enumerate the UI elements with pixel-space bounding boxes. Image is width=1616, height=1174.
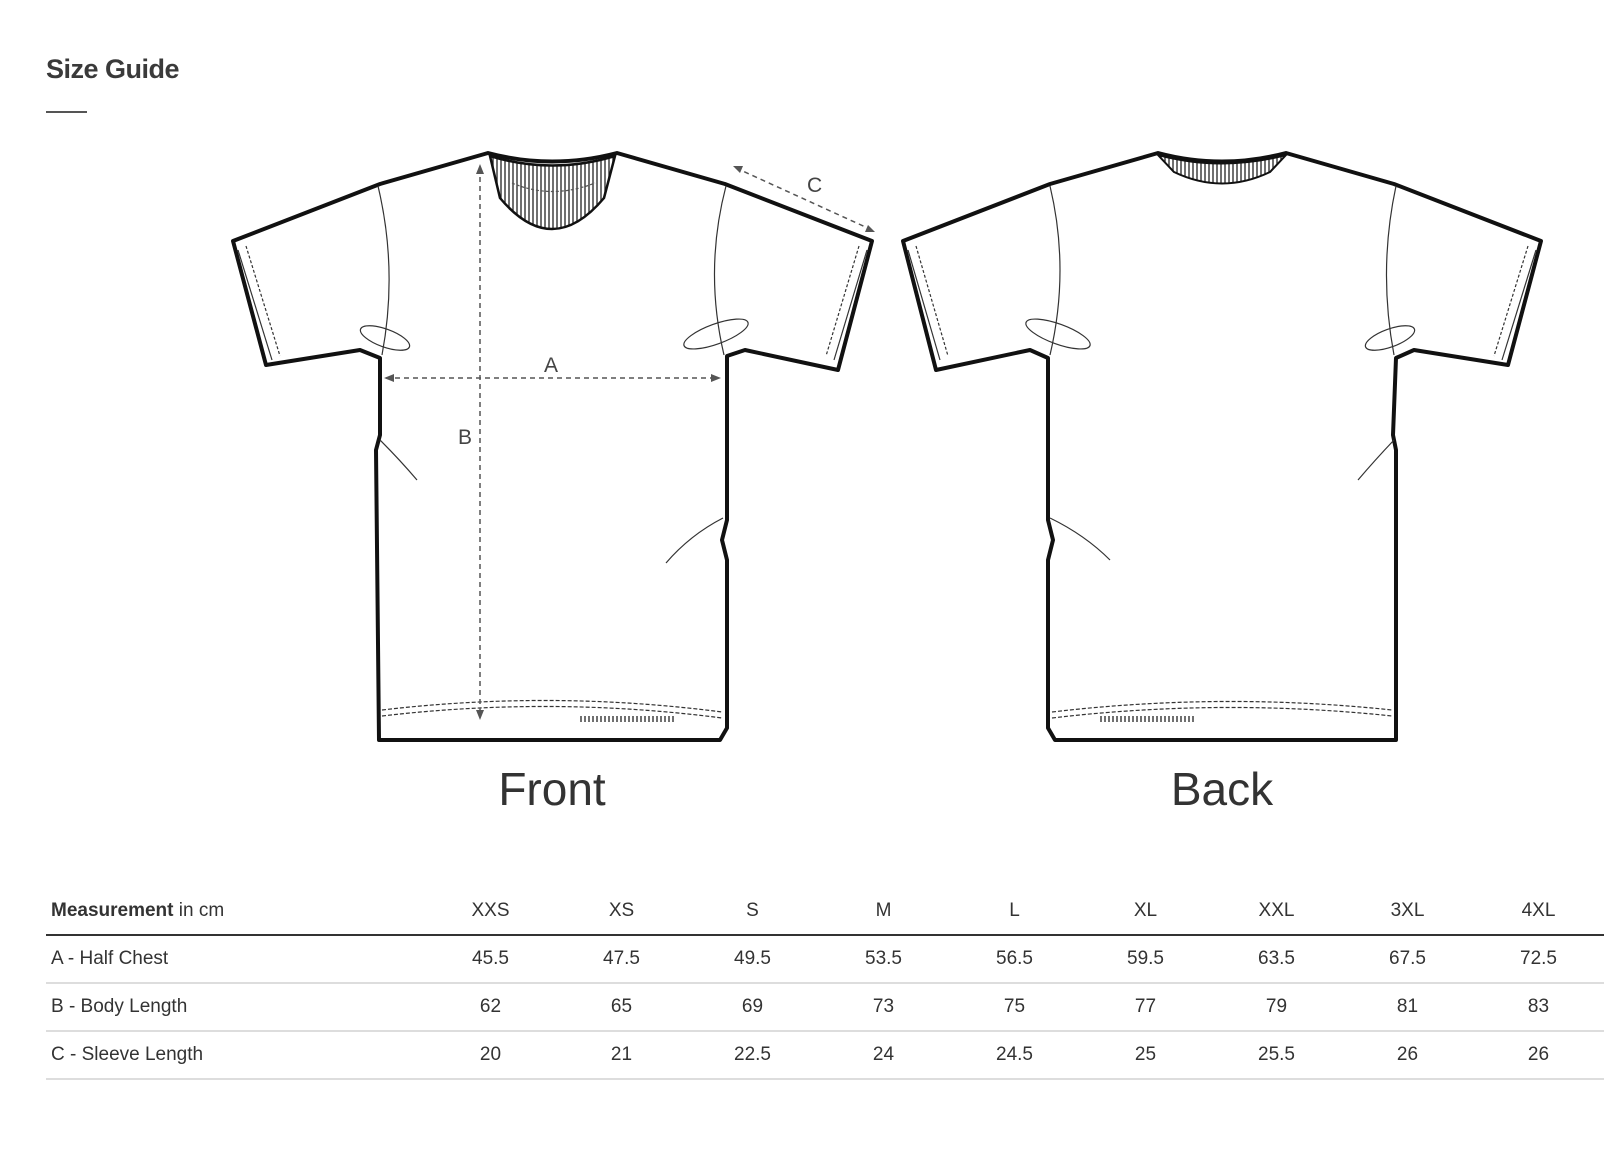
table-cell: 47.5 bbox=[556, 935, 687, 984]
back-collar bbox=[1154, 153, 1290, 185]
table-cell: 65 bbox=[556, 983, 687, 1032]
table-cell: 22.5 bbox=[687, 1031, 818, 1080]
measurement-unit: in cm bbox=[178, 900, 225, 921]
table-cell: 67.5 bbox=[1342, 935, 1473, 984]
table-cell: 59.5 bbox=[1080, 935, 1211, 984]
page-title: Size Guide bbox=[46, 54, 180, 84]
front-label: Front bbox=[498, 763, 606, 815]
table-cell: 26 bbox=[1342, 1031, 1473, 1080]
front-shirt-outline bbox=[231, 151, 874, 742]
back-hem-label bbox=[1098, 716, 1196, 722]
size-col-xl: XL bbox=[1080, 888, 1211, 936]
table-cell: 25.5 bbox=[1211, 1031, 1342, 1080]
measurement-markers: A B C bbox=[458, 174, 822, 449]
table-cell: 45.5 bbox=[425, 935, 556, 984]
measurement-header-label: Measurement bbox=[51, 900, 174, 921]
table-cell: 24 bbox=[818, 1031, 949, 1080]
tshirt-diagram: A B C bbox=[231, 151, 1543, 742]
size-col-m: M bbox=[818, 888, 949, 936]
table-cell: 81 bbox=[1342, 983, 1473, 1032]
table-cell: 25 bbox=[1080, 1031, 1211, 1080]
front-collar bbox=[488, 154, 617, 231]
front-hem-label bbox=[578, 716, 676, 722]
row-label: C - Sleeve Length bbox=[46, 1031, 425, 1080]
table-cell: 77 bbox=[1080, 983, 1211, 1032]
row-label: B - Body Length bbox=[46, 983, 425, 1032]
table-cell: 79 bbox=[1211, 983, 1342, 1032]
table-cell: 21 bbox=[556, 1031, 687, 1080]
size-col-l: L bbox=[949, 888, 1080, 936]
size-col-xxl: XXL bbox=[1211, 888, 1342, 936]
marker-a: A bbox=[544, 354, 558, 377]
measurement-header: Measurement in cm bbox=[46, 888, 425, 936]
table-cell: 83 bbox=[1473, 983, 1604, 1032]
size-col-xs: XS bbox=[556, 888, 687, 936]
table-cell: 75 bbox=[949, 983, 1080, 1032]
front-collar-stitching bbox=[511, 182, 596, 193]
size-col-s: S bbox=[687, 888, 818, 936]
size-col-3xl: 3XL bbox=[1342, 888, 1473, 936]
size-col-xxs: XXS bbox=[425, 888, 556, 936]
front-seam-lines bbox=[237, 185, 868, 719]
table-cell: 72.5 bbox=[1473, 935, 1604, 984]
back-shirt-outline bbox=[901, 151, 1543, 742]
table-cell: 20 bbox=[425, 1031, 556, 1080]
table-cell: 63.5 bbox=[1211, 935, 1342, 984]
table-cell: 56.5 bbox=[949, 935, 1080, 984]
table-cell: 24.5 bbox=[949, 1031, 1080, 1080]
marker-b: B bbox=[458, 426, 472, 449]
size-table: Measurement in cm XXS XS S M L XL XXL 3X… bbox=[46, 888, 1604, 1080]
table-cell: 53.5 bbox=[818, 935, 949, 984]
back-seam-lines bbox=[907, 185, 1537, 719]
table-cell: 73 bbox=[818, 983, 949, 1032]
size-table-header: Measurement in cm XXS XS S M L XL XXL 3X… bbox=[46, 888, 1604, 936]
title-divider bbox=[46, 111, 87, 113]
marker-c: C bbox=[807, 174, 822, 197]
table-cell: 69 bbox=[687, 983, 818, 1032]
table-cell: 62 bbox=[425, 983, 556, 1032]
table-cell: 49.5 bbox=[687, 935, 818, 984]
arrow-heads bbox=[384, 164, 875, 720]
table-cell: 26 bbox=[1473, 1031, 1604, 1080]
size-col-4xl: 4XL bbox=[1473, 888, 1604, 936]
row-label: A - Half Chest bbox=[46, 935, 425, 984]
size-table-head: Measurement in cm XXS XS S M L XL XXL 3X… bbox=[46, 888, 1604, 936]
back-label: Back bbox=[1170, 763, 1274, 815]
measurement-arrows bbox=[386, 167, 873, 716]
